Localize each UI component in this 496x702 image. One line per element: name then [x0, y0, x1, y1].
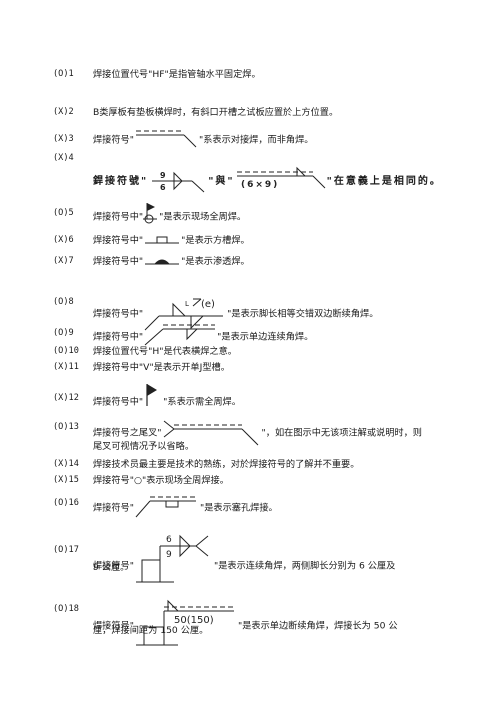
fillet-weld-symbol-icon: (6×9)	[236, 166, 325, 190]
question-number: (O)1	[53, 69, 74, 79]
question-text: 焊接符号中" "是表示现场全周焊。	[93, 203, 246, 227]
weld-tail-symbol-icon	[163, 420, 258, 446]
question-number: (O)9	[53, 328, 74, 338]
question-number: (O)18	[53, 604, 79, 614]
question-number: (X)6	[53, 235, 74, 245]
square-groove-symbol-icon	[145, 236, 180, 243]
leg-size-label: (6×9)	[241, 180, 279, 190]
question-number: (X)2	[53, 107, 74, 117]
question-text: 焊接位置代号"HF"是指管轴水平固定焊。	[93, 69, 261, 80]
question-text: 焊接符号"○"表示现场全周焊接。	[93, 475, 229, 486]
field-weld-all-around-flag-icon	[143, 203, 158, 224]
question-text: 焊接位置代号"H"是代表横焊之意。	[93, 346, 237, 357]
question-text: 焊接符号中" "是表示渗透焊。	[93, 256, 250, 267]
melt-through-symbol-icon	[145, 259, 180, 264]
plug-weld-symbol-icon	[135, 496, 196, 518]
question-text: 焊接符号中" "是表示单边连续角焊。	[93, 324, 313, 347]
question-number: (X)3	[53, 134, 74, 144]
leg-size-bottom: 9	[166, 550, 172, 560]
question-number: (X)4	[53, 153, 74, 163]
question-number: (O)17	[53, 545, 79, 555]
question-number: (O)13	[53, 422, 79, 432]
question-text: 焊接符号中" "系表示需全周焊。	[93, 384, 241, 412]
question-text: 焊接符号" "是表示塞孔焊接。	[93, 496, 278, 519]
staggered-intermittent-fillet-symbol-icon: L (e)	[144, 298, 224, 331]
question-text: 焊接符号" "系表示对接焊，而非角焊。	[93, 130, 314, 148]
question-number: (O)16	[53, 498, 79, 508]
question-text: 銲接符號" 9 6 "與" (6×9) "在意義上是相同的。	[93, 166, 442, 193]
single-fillet-symbol-icon	[144, 324, 216, 346]
question-number: (O)5	[53, 208, 74, 218]
length-pitch-label: 50(150)	[174, 615, 214, 626]
question-text-line2: 9 公厘。	[93, 562, 130, 573]
question-text: 焊接技术员最主要是技术的熟练，对於焊接符号的了解并不重要。	[93, 459, 360, 470]
butt-weld-symbol-icon	[135, 130, 197, 148]
field-weld-flag-icon	[146, 384, 158, 406]
question-number: (X)15	[53, 475, 79, 485]
question-text: 焊接符号中" "是表示方槽焊。	[93, 235, 250, 246]
question-text: 焊接符号之尾叉" "，如在图示中无该项注解或说明时，则	[93, 420, 422, 446]
svg-text:L: L	[185, 300, 189, 308]
question-number: (O)10	[53, 346, 79, 356]
question-text: 焊接符号中" L (e) "是表示脚长相等交错双边断续角焊。	[93, 296, 378, 332]
question-text-line2: 尾叉可视情况予以省略。	[93, 441, 195, 452]
double-fillet-symbol-icon: 6 9	[135, 534, 209, 583]
leg-size-top: 6	[166, 535, 172, 545]
question-number: (X)14	[53, 459, 79, 469]
question-text-line2: 厘，焊接间距为 150 公厘。	[93, 625, 209, 636]
question-number: (O)8	[53, 297, 74, 307]
question-number: (X)7	[53, 256, 74, 266]
leg-size-bottom: 6	[160, 183, 168, 192]
question-text: 焊接符号" 50(150) "是表示单边断续角焊，焊接长为 50 公	[93, 599, 398, 649]
question-text: B类厚板有垫板横焊时，有斜口开槽之试板应置於上方位置。	[93, 107, 339, 118]
leg-size-top: 9	[160, 171, 168, 180]
fillet-weld-symbol-icon: 9 6	[152, 171, 205, 193]
question-number: (X)12	[53, 393, 79, 403]
question-text: 焊接符号" 6 9 "是表示连续角焊，两侧脚长分别为 6 公厘及	[93, 534, 395, 588]
question-number: (X)11	[53, 362, 79, 372]
question-text: 焊接符号中"V"是表示开单J型槽。	[93, 362, 230, 373]
symbol-label: (e)	[201, 299, 215, 310]
intermittent-fillet-symbol-icon: 50(150)	[135, 599, 234, 646]
